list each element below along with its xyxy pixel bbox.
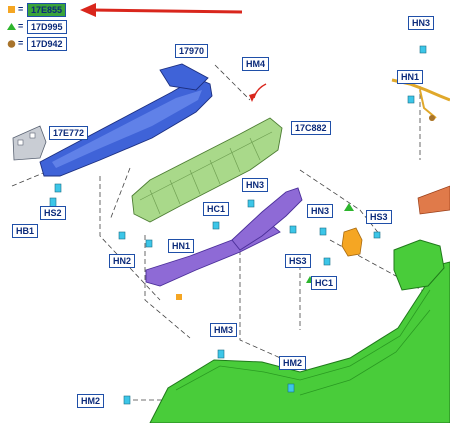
label-hn1-right: HN1 <box>397 70 424 84</box>
green-triangle-marker-icon <box>7 23 16 30</box>
bumper-cover <box>149 239 450 423</box>
green-triangle-marker-callout-icon <box>344 203 354 211</box>
red-curve-arrow <box>253 83 267 99</box>
fastener-hc1-icon <box>212 221 220 230</box>
legend-equals-3: = <box>18 38 24 48</box>
red-curve-arrow-head <box>249 93 256 102</box>
legend-code-17D995: 17D995 <box>27 20 67 34</box>
label-hs3-right: HS3 <box>366 210 392 224</box>
fastener-hm2-left-icon <box>123 395 131 405</box>
legend-code-17D942: 17D942 <box>27 37 67 51</box>
label-hn2-left: HN2 <box>109 254 136 268</box>
fastener-hn2-icon <box>118 231 126 240</box>
fastener-hs2-icon <box>54 183 62 193</box>
label-hc1-mid: HC1 <box>203 202 230 216</box>
label-hn3-mid: HN3 <box>242 178 269 192</box>
label-hm2-mid: HM2 <box>279 356 307 370</box>
legend-code-17E855: 17E855 <box>27 3 67 17</box>
label-hm4: HM4 <box>242 57 270 71</box>
legend-equals-2: = <box>18 21 24 31</box>
orange-square-marker-callout-icon <box>176 294 182 300</box>
label-hn3-top: HN3 <box>408 16 435 30</box>
left-mount-bracket-icon <box>12 125 47 161</box>
label-hm3: HM3 <box>210 323 238 337</box>
fastener-hn3-top-icon <box>419 45 427 54</box>
label-hc1-right: HC1 <box>311 276 338 290</box>
fastener-hm3-icon <box>217 349 225 359</box>
label-hb1: HB1 <box>12 224 39 238</box>
reinforcement-beam-17970 <box>39 63 213 177</box>
orange-square-marker-icon <box>8 6 15 13</box>
label-hs3-mid: HS3 <box>285 254 311 268</box>
label-hm2-left: HM2 <box>77 394 105 408</box>
wiring-harness-top-right <box>391 78 450 121</box>
brown-circle-marker-icon <box>7 40 16 48</box>
upper-bracket-right <box>231 187 303 251</box>
fastener-hc1-right-icon <box>323 257 331 266</box>
right-trim-panel <box>417 185 450 215</box>
orange-tow-bracket <box>341 227 363 257</box>
fastener-hm2-mid-icon <box>287 383 295 393</box>
fastener-hn3-right-icon <box>319 227 327 236</box>
label-17C882: 17C882 <box>291 121 331 135</box>
fastener-hn1-icon <box>145 239 153 248</box>
fastener-hn3-mid-icon <box>247 199 255 208</box>
label-hs2: HS2 <box>40 206 66 220</box>
label-17970: 17970 <box>175 44 209 58</box>
label-17E772: 17E772 <box>49 126 89 140</box>
energy-absorber-17C882 <box>131 117 283 223</box>
fastener-hs3-mid-icon <box>289 225 297 234</box>
fastener-hn1-right-icon <box>407 95 415 104</box>
label-hn1-mid: HN1 <box>168 239 195 253</box>
fastener-hs3-right-icon <box>373 231 381 239</box>
label-hn3-right: HN3 <box>307 204 334 218</box>
legend-equals-1: = <box>18 4 24 14</box>
brown-circle-marker-callout-icon <box>429 115 435 121</box>
red-pointer-arrow <box>80 3 243 17</box>
